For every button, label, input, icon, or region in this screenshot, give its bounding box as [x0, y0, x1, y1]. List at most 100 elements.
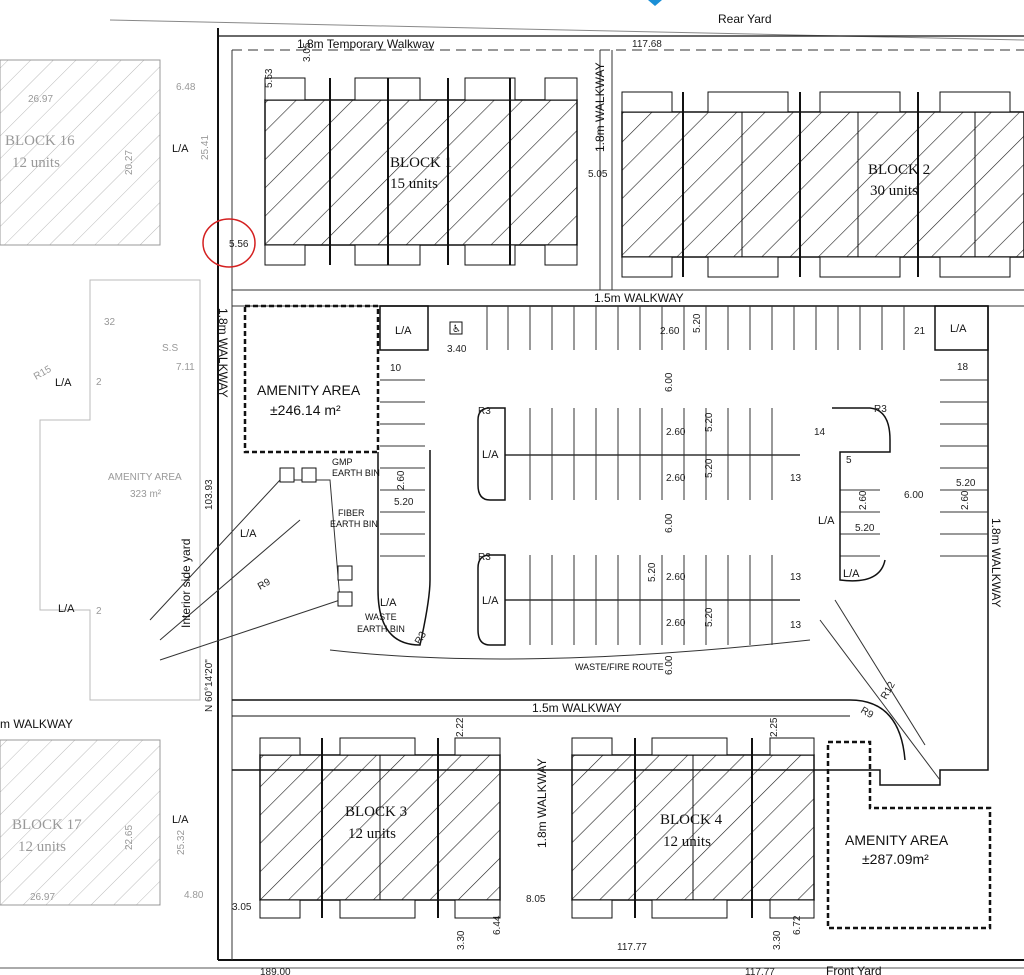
- block-16-name: BLOCK 16: [5, 133, 75, 149]
- dim-label: R3: [874, 404, 887, 415]
- front-yard-label: Front Yard: [826, 964, 882, 975]
- dim-label: 6.72: [792, 915, 803, 935]
- dim-label: 117.77: [745, 967, 775, 975]
- dim-label: 6.48: [176, 82, 196, 93]
- dim-label: 5.20: [855, 523, 875, 534]
- block-1: BLOCK 1 15 units: [264, 77, 578, 266]
- dim-label: 25.32: [176, 830, 187, 855]
- la-label: L/A: [58, 603, 75, 615]
- parking-lot-outline: [232, 305, 989, 786]
- walkway-between-top-label: 1.8m WALKWAY: [593, 62, 607, 152]
- walkway-left-bottom-label: m WALKWAY: [0, 717, 73, 731]
- amenity-1-label: AMENITY AREA: [257, 382, 361, 398]
- dim-label: R3: [478, 552, 491, 563]
- interior-side-yard-label: Interior side yard: [179, 539, 193, 628]
- dim-label: 103.93: [204, 479, 215, 510]
- stall-count: 18: [957, 362, 969, 373]
- dim-label: 3.40: [447, 344, 467, 355]
- accessible-parking-icon: ♿: [449, 321, 463, 335]
- amenity-area-2: [826, 740, 992, 930]
- earth-bins: [279, 467, 353, 607]
- block-4-units: 12 units: [663, 834, 711, 850]
- gmp-earth-bin-label: EARTH BIN: [332, 468, 380, 478]
- dim-label: 5.05: [588, 169, 608, 180]
- waste-earth-bin-label: EARTH BIN: [357, 624, 405, 634]
- dim-label: 5.20: [956, 478, 976, 489]
- dim-label: 26.97: [28, 94, 53, 105]
- dim-label: 2.60: [960, 490, 971, 510]
- waste-fire-route: [149, 479, 941, 781]
- walkway-top-label: 1.5m WALKWAY: [594, 291, 684, 305]
- dim-label: 3.30: [772, 930, 783, 950]
- dim-label: 6.00: [664, 513, 675, 533]
- dim-label: 6.44: [492, 915, 503, 935]
- dim-label: 2.60: [660, 326, 680, 337]
- dim-label: R12: [879, 680, 898, 702]
- dim-label: 5.20: [704, 412, 715, 432]
- la-label: L/A: [380, 597, 397, 609]
- dim-label: R9: [859, 705, 876, 721]
- dim-label: 5.20: [394, 497, 414, 508]
- block-4-name: BLOCK 4: [660, 812, 723, 828]
- ss-label: S.S: [162, 343, 178, 354]
- la-label: L/A: [240, 528, 257, 540]
- north-mark-icon: [648, 0, 662, 6]
- dim-label: R3: [413, 630, 429, 647]
- dim-label: 25.41: [200, 135, 211, 160]
- dim-label: R15: [32, 364, 54, 383]
- dim-label: 4.80: [184, 890, 204, 901]
- dim-label: 5.20: [692, 313, 703, 333]
- dim-label: 2.60: [666, 618, 686, 629]
- dim-label: 3.05: [232, 902, 252, 913]
- block-2-units: 30 units: [870, 183, 918, 199]
- revision-cloud: [202, 218, 256, 268]
- stall-count: 13: [790, 620, 802, 631]
- dim-label: 5.20: [647, 562, 658, 582]
- dim-label: 3.30: [456, 930, 467, 950]
- waste-fire-route-label: WASTE/FIRE ROUTE: [575, 662, 664, 672]
- walkway-bottom-label: 1.5m WALKWAY: [532, 701, 622, 715]
- la-label: L/A: [482, 595, 499, 607]
- dim-label: 5.53: [264, 68, 275, 88]
- amenity-area-1: [243, 304, 380, 454]
- block-17: BLOCK 17 12 units: [0, 739, 161, 906]
- block-4: BLOCK 4 12 units: [571, 737, 815, 919]
- dim-label: R9: [256, 576, 273, 592]
- stall-count: 5: [846, 455, 852, 466]
- walkway-left-label: 1.8m WALKWAY: [216, 308, 230, 398]
- amenity-2-area: ±287.09m²: [862, 851, 929, 867]
- dim-label: 2: [96, 606, 102, 617]
- dim-label: 2.60: [666, 572, 686, 583]
- dim-label: 6.00: [904, 490, 924, 501]
- dim-label: 20.27: [124, 150, 135, 175]
- dim-label: 5.56: [229, 239, 249, 250]
- landscape-islands: [377, 305, 989, 646]
- stall-count-labels: 10 21 18 14 13 13 13 5: [390, 326, 969, 631]
- dim-label: N 60°14'20": [204, 659, 215, 712]
- gmp-label: GMP: [332, 457, 353, 467]
- stall-count: 10: [390, 363, 402, 374]
- dim-label: 2.60: [666, 473, 686, 484]
- dim-label: 117.68: [632, 39, 662, 50]
- dim-label: 8.05: [526, 894, 546, 905]
- stall-count: 21: [914, 326, 926, 337]
- parking-stalls: [380, 306, 988, 645]
- block-3-name: BLOCK 3: [345, 804, 407, 820]
- walkway-right-label: 1.8m WALKWAY: [989, 518, 1003, 608]
- la-label: L/A: [843, 568, 860, 580]
- stall-count: 13: [790, 572, 802, 583]
- stall-count: 14: [814, 427, 826, 438]
- fiber-label: FIBER: [338, 508, 365, 518]
- block-1-name: BLOCK 1: [390, 155, 452, 171]
- svg-text:♿: ♿: [452, 324, 461, 335]
- dim-label: 3.05: [302, 42, 313, 62]
- amenity-area-west: AMENITY AREA 323 m²: [39, 279, 201, 701]
- fiber-earth-bin-label: EARTH BIN: [330, 519, 378, 529]
- temporary-walkway-label: 1.8m Temporary Walkway: [297, 37, 434, 51]
- amenity-west-area: 323 m²: [130, 489, 162, 500]
- la-label: L/A: [55, 377, 72, 389]
- amenity-2-label: AMENITY AREA: [845, 832, 949, 848]
- amenity-west-label: AMENITY AREA: [108, 472, 182, 483]
- la-label: L/A: [172, 143, 189, 155]
- block-2-name: BLOCK 2: [868, 162, 930, 178]
